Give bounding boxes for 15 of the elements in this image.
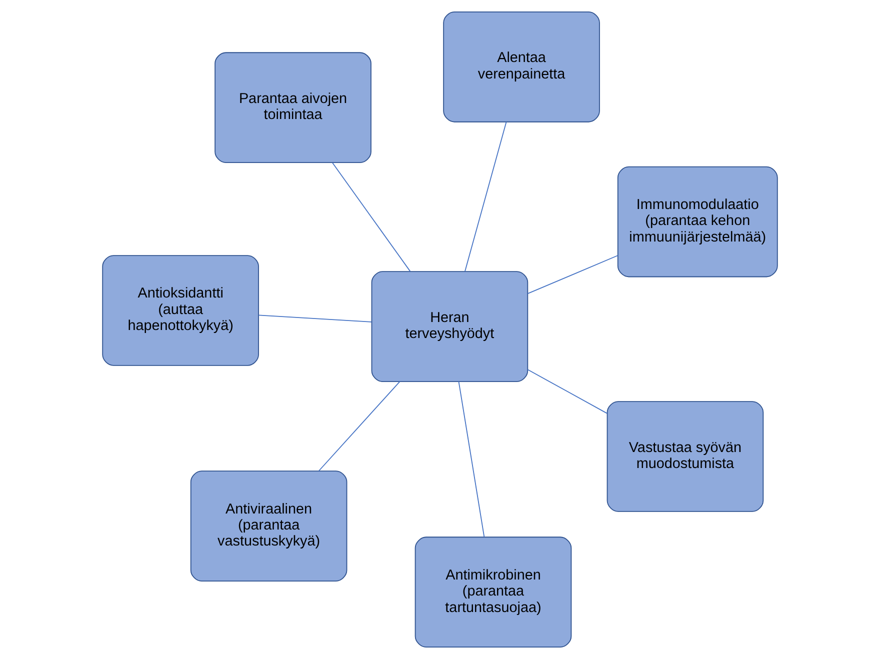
connector <box>464 121 507 272</box>
node-box: Immunomodulaatio (parantaa kehon immuunijärjestelmää) <box>617 166 778 278</box>
connector <box>527 255 618 294</box>
node-box: Antiviraalinen (parantaa vastustuskykyä) <box>190 470 348 582</box>
node-box: Alentaa verenpainetta <box>443 11 600 122</box>
connector <box>258 314 372 322</box>
connector <box>318 381 400 472</box>
node-box: Vastustaa syövän muodostumista <box>606 401 764 512</box>
node-box: Antimikrobinen (parantaa tartuntasuojaa) <box>414 536 572 648</box>
connector <box>332 162 411 272</box>
connector <box>527 369 608 414</box>
connector <box>458 381 485 538</box>
node-box: Parantaa aivojen toimintaa <box>214 52 372 164</box>
node-box: Antioksidantti (auttaa hapenottokykyä) <box>102 255 259 366</box>
node-box: Heran terveyshyödyt <box>371 271 528 382</box>
